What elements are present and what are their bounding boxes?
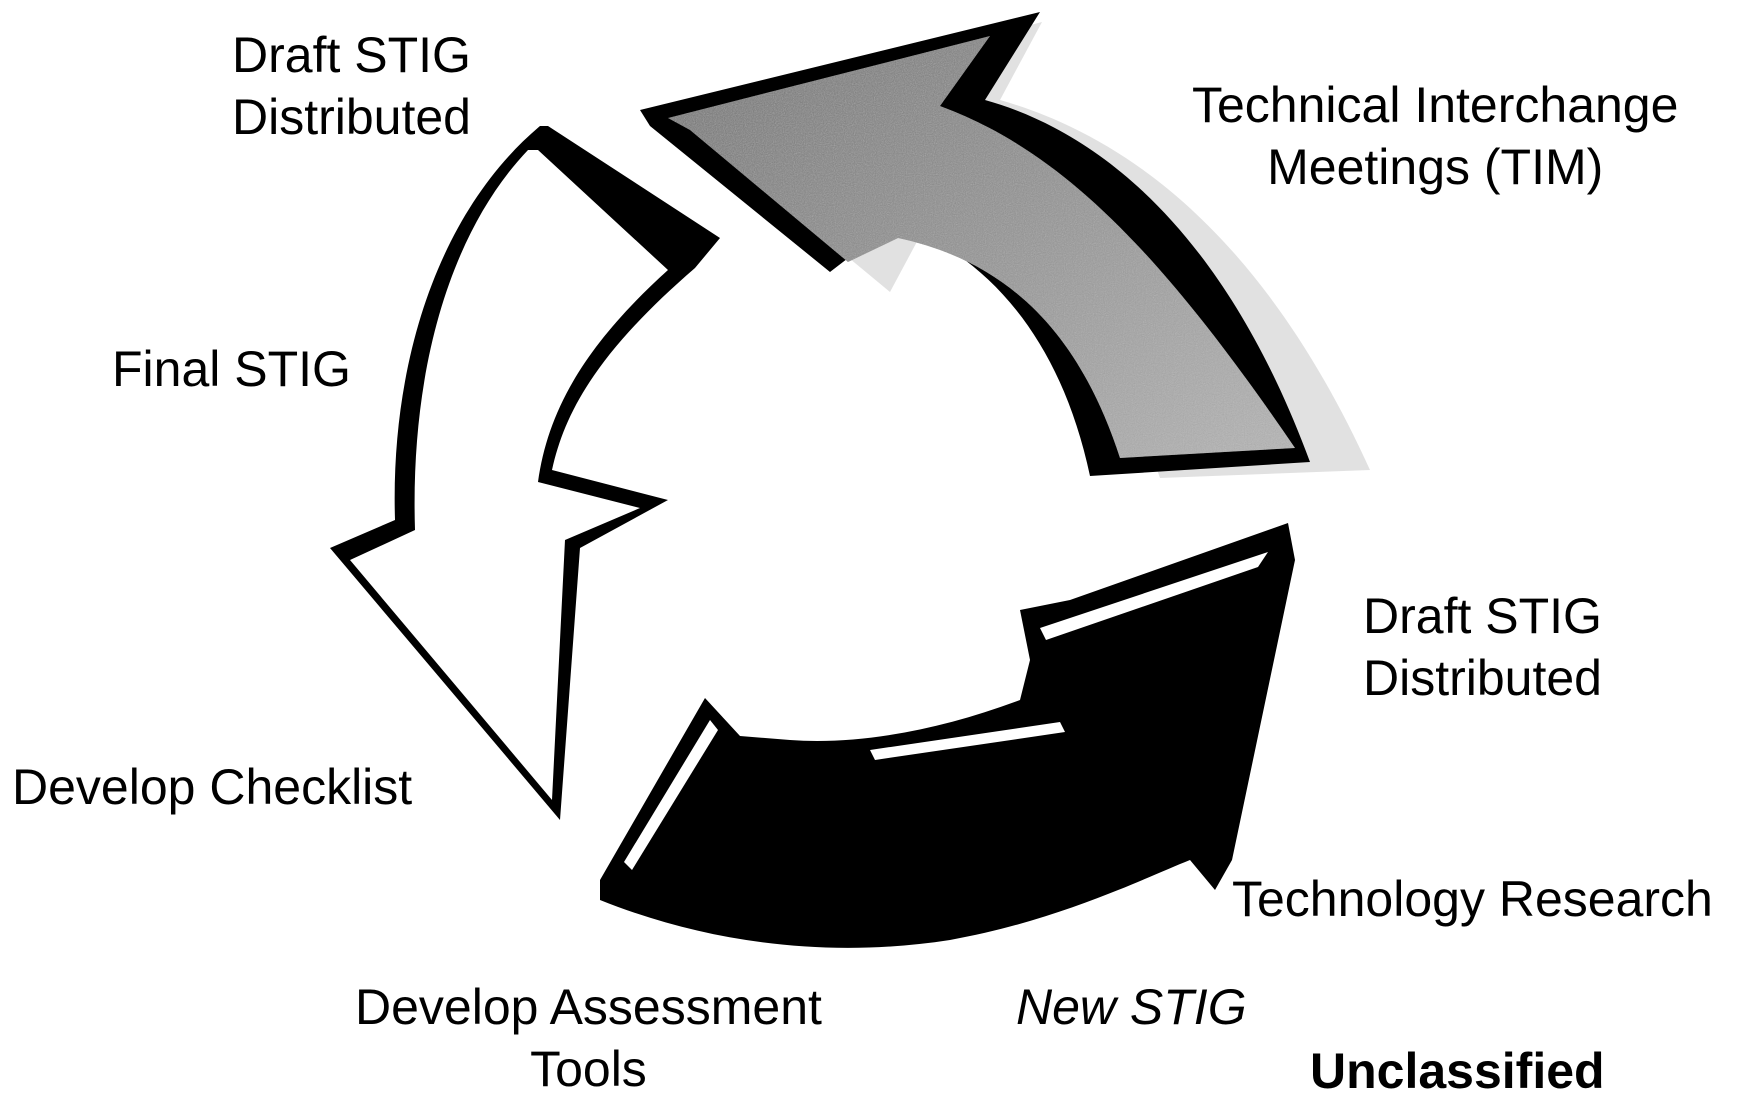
checklist-arrow-fill	[350, 150, 668, 800]
draft-stig-distributed-right-label: Draft STIG Distributed	[1363, 585, 1602, 709]
classification-label: Unclassified	[1310, 1043, 1605, 1099]
checklist-arrow	[330, 126, 720, 820]
label-line: Distributed	[232, 89, 471, 145]
research-arrow-highlight-1	[1040, 552, 1268, 640]
label-line: Tools	[530, 1041, 647, 1097]
research-arrow	[600, 523, 1295, 948]
label-line: Develop Assessment	[355, 979, 822, 1035]
new-stig-label: New STIG	[1016, 979, 1247, 1035]
tim-arrow	[640, 12, 1370, 478]
develop-assessment-tools-label: Develop Assessment Tools	[355, 976, 822, 1100]
research-arrow-highlight-3	[870, 722, 1065, 760]
label-line: Meetings (TIM)	[1267, 139, 1604, 195]
technology-research-label: Technology Research	[1232, 871, 1713, 927]
research-arrow-body	[600, 523, 1295, 948]
draft-stig-distributed-top-label: Draft STIG Distributed	[232, 24, 471, 148]
tim-arrow-grain	[668, 36, 1295, 458]
technical-interchange-meetings-label: Technical Interchange Meetings (TIM)	[1192, 74, 1678, 198]
label-line: Distributed	[1363, 650, 1602, 706]
label-line: Draft STIG	[232, 27, 471, 83]
final-stig-label: Final STIG	[112, 341, 351, 397]
develop-checklist-label: Develop Checklist	[12, 759, 413, 815]
research-arrow-highlight-2	[624, 720, 718, 870]
label-line: Draft STIG	[1363, 588, 1602, 644]
label-line: Technical Interchange	[1192, 77, 1679, 133]
